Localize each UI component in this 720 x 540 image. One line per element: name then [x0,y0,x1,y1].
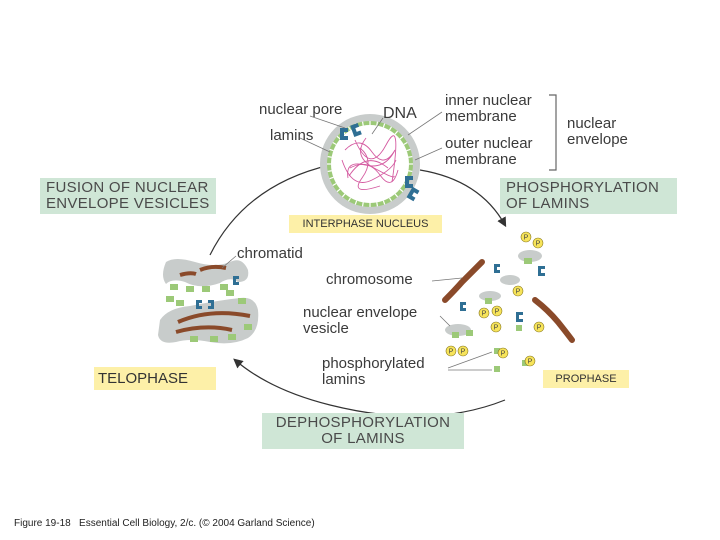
phosphate-label: P [501,351,506,358]
lamin-segment [394,130,399,135]
phosphate-label: P [524,235,529,242]
lamin-segment [329,176,334,180]
nuclear-pore-icon [405,176,420,202]
outer-nuclear-membrane-label: outer nuclear membrane [445,135,533,168]
cycle-arrow-bottom [233,358,506,417]
chromatid-leader [221,255,237,269]
lamin-segment [347,197,352,202]
interphase-stage-box: INTERPHASE NUCLEUS [289,215,442,233]
phosphate-label: P [516,289,521,296]
dephosphorylation-stage-box: DEPHOSPHORYLATION OF LAMINS [262,413,464,449]
lamin-segment [361,202,364,207]
lamin-segment [354,200,358,205]
leader-lines-prophase [431,277,493,371]
phosphate-label: P [537,325,542,332]
lamin-segment [361,121,364,126]
phosphate-markers [445,231,545,367]
cycle-arrow-top-right [419,169,507,228]
prophase-stage-box: PROPHASE [543,370,629,388]
cycle-arrow-left [209,161,333,256]
lamin-segment [394,193,399,198]
dna-label: DNA [383,105,417,122]
phosphorylation-stage-box: PHOSPHORYLATION OF LAMINS [500,178,677,214]
lamin-segment [399,188,404,193]
lamins-label: lamins [270,127,314,144]
nuclear-envelope-vesicle-label: nuclear envelope vesicle [303,304,418,337]
lamin-segment [329,148,334,152]
nuclear-envelope-bracket [549,94,557,171]
lamin-segment [382,123,386,128]
nuclear-pore-label: nuclear pore [259,101,343,118]
chromatid-label: chromatid [237,245,303,262]
telophase-stage-box: TELOPHASE [94,367,216,390]
phosphate-label: P [528,359,533,366]
lamin-segment [336,135,341,140]
leader-lines-interphase [299,111,443,161]
phosphate-label: P [461,349,466,356]
nuclear-envelope-label: nuclear envelope [567,115,628,148]
interphase-nucleus [320,114,420,214]
lamin-segment [327,155,332,158]
lamin-segment [376,202,379,207]
chromosome-label: chromosome [326,271,413,288]
lamin-segment [327,170,332,173]
phosphate-label: P [449,349,454,356]
inner-nuclear-membrane-label: inner nuclear membrane [445,92,532,125]
nuclear-pore-icon [340,122,362,140]
telophase-cell [158,259,259,344]
lamin-segment [341,193,346,198]
lamin-segment [408,170,413,173]
lamin-segment [403,141,408,146]
lamin-segment [406,148,411,152]
phosphate-label: P [482,311,487,318]
figure-caption: Figure 19-18 Essential Cell Biology, 2/c… [14,518,315,529]
phosphate-label: P [536,241,541,248]
fusion-stage-box: FUSION OF NUCLEAR ENVELOPE VESICLES [40,178,216,214]
phosphate-label: P [494,325,499,332]
lamin-segment [388,126,393,131]
lamin-segment [376,121,379,126]
phosphate-label: P [495,309,500,316]
phosphorylated-lamins-label: phosphorylated lamins [322,355,425,388]
lamin-segment [408,155,413,158]
lamin-segment [332,182,337,187]
lamin-segment [382,200,386,205]
lamin-segment [347,126,352,131]
lamin-segment [332,141,337,146]
lamin-segment [399,135,404,140]
lamin-segment [388,197,393,202]
dna-strands [341,135,399,191]
lamin-segment [336,188,341,193]
